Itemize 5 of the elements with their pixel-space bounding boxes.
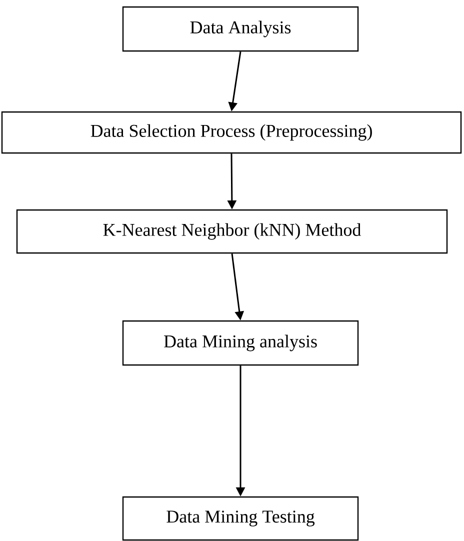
process-box: Data Selection Process (Preprocessing) [1, 111, 462, 154]
process-box: Data Mining analysis [122, 320, 359, 366]
process-box: Data Analysis [122, 6, 359, 52]
process-box: K-Nearest Neighbor (kNN) Method [16, 209, 448, 254]
process-box: Data Mining Testing [122, 496, 359, 541]
